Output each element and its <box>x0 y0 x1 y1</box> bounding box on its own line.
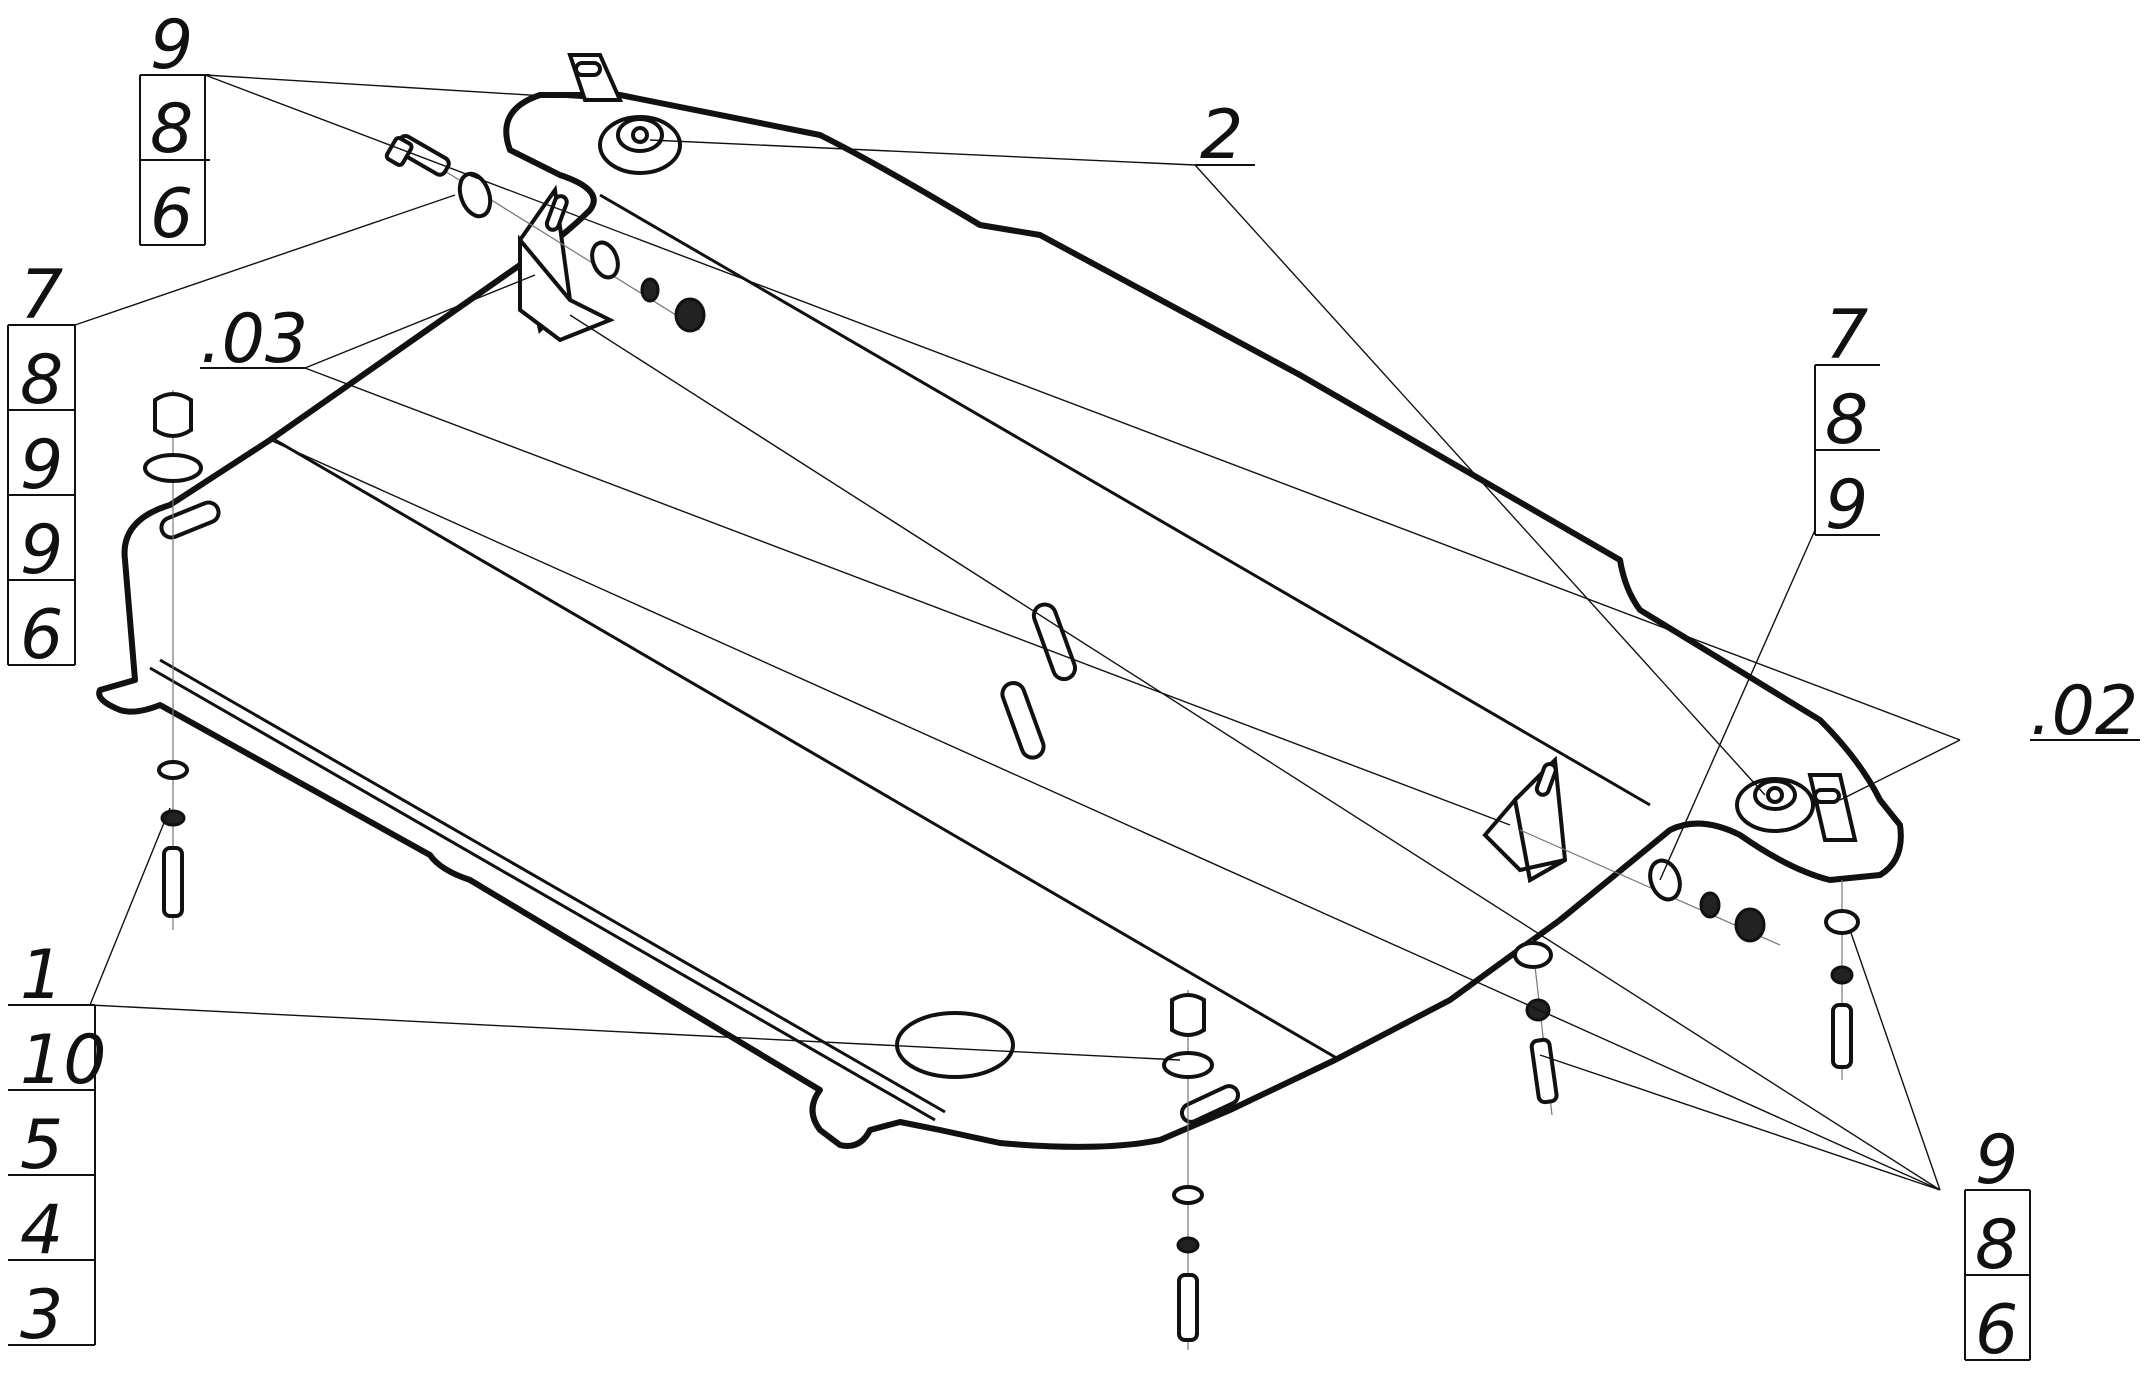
bracket-right <box>1482 755 1568 884</box>
mount-right <box>1735 777 1815 833</box>
slot-center-lower <box>1000 680 1046 760</box>
nut-right <box>1734 907 1766 943</box>
callout-top-left-1: 9 <box>150 6 193 85</box>
plate-bend-line-front-inner <box>159 658 946 1114</box>
callout-right-lower-3: 6 <box>1975 1291 2018 1370</box>
slot-left <box>159 500 221 540</box>
washer-rear-right <box>1824 909 1860 935</box>
callout-left-upper-4: 9 <box>20 511 63 590</box>
callout-left-lower: 1 10 5 4 3 <box>8 936 107 1355</box>
bracket-rear-right <box>1807 773 1858 842</box>
callout-top-left: 9 8 6 <box>139 6 210 254</box>
callout-right-upper-2: 8 <box>1825 381 1868 460</box>
drain-opening <box>895 1011 1015 1079</box>
plate-fold-line-diagonal <box>274 438 1341 1062</box>
plate-fold-line-rear <box>599 193 1651 807</box>
spring-washer-right <box>1699 891 1721 919</box>
plate-bend-line-front <box>149 666 936 1122</box>
callout-left-upper-3: 9 <box>20 426 63 505</box>
callout-part-02-label: .02 <box>2030 672 2138 751</box>
washer-front-bottom <box>1172 1185 1204 1205</box>
callout-part-03-label: .03 <box>200 300 308 379</box>
slot-front <box>1179 1084 1241 1124</box>
callout-left-lower-2: 10 <box>20 1021 107 1100</box>
bolt-rear-right <box>1831 1003 1853 1069</box>
slot-center-upper <box>1031 602 1078 682</box>
callout-right-upper-3: 9 <box>1825 466 1868 545</box>
callout-right-lower-2: 8 <box>1975 1206 2018 1285</box>
bracket-top <box>567 53 624 102</box>
spring-washer-upper-left <box>640 277 660 303</box>
callout-part-03: .03 <box>200 300 308 379</box>
callout-left-lower-3: 5 <box>20 1106 63 1185</box>
callout-left-upper-1: 7 <box>20 256 63 335</box>
bolt-right-front <box>1529 1037 1559 1105</box>
callout-right-upper: 7 8 9 <box>1814 296 1880 545</box>
leader-lines <box>74 74 1961 1191</box>
callout-part-2: 2 <box>1195 96 1255 175</box>
washer-left-top <box>143 453 203 483</box>
callout-left-lower-1: 1 <box>20 936 63 1015</box>
mount-top <box>598 115 682 175</box>
washer-right <box>1648 858 1682 902</box>
callout-left-upper-2: 8 <box>20 341 63 420</box>
bolt-front <box>1177 1273 1199 1342</box>
washer-left-bottom <box>157 760 189 780</box>
spring-washer-front <box>1176 1236 1200 1254</box>
callout-left-upper-5: 6 <box>20 596 63 675</box>
callout-top-left-2: 8 <box>150 90 193 169</box>
bolt-left <box>162 846 184 918</box>
spacer-left <box>153 392 193 438</box>
callout-right-upper-1: 7 <box>1825 296 1868 375</box>
callout-left-lower-4: 4 <box>20 1191 63 1270</box>
spacer-front <box>1170 993 1206 1037</box>
callout-left-lower-5: 3 <box>20 1276 63 1355</box>
washer-right-front-top <box>1513 941 1553 969</box>
spring-washer-rear-right <box>1830 965 1854 985</box>
callout-part-2-label: 2 <box>1200 96 1243 175</box>
washer-upper-left-2 <box>590 240 620 280</box>
callout-left-upper: 7 8 9 9 6 <box>7 256 76 675</box>
washer-front-top <box>1162 1051 1214 1079</box>
nut-upper-left <box>674 297 706 333</box>
skid-plate <box>96 92 1904 1150</box>
callout-right-lower: 9 8 6 <box>1964 1121 2031 1370</box>
bolt-upper-left <box>384 134 451 177</box>
callout-right-lower-1: 9 <box>1975 1121 2018 1200</box>
callout-part-02: .02 <box>2030 672 2140 751</box>
callout-top-left-3: 6 <box>150 175 193 254</box>
